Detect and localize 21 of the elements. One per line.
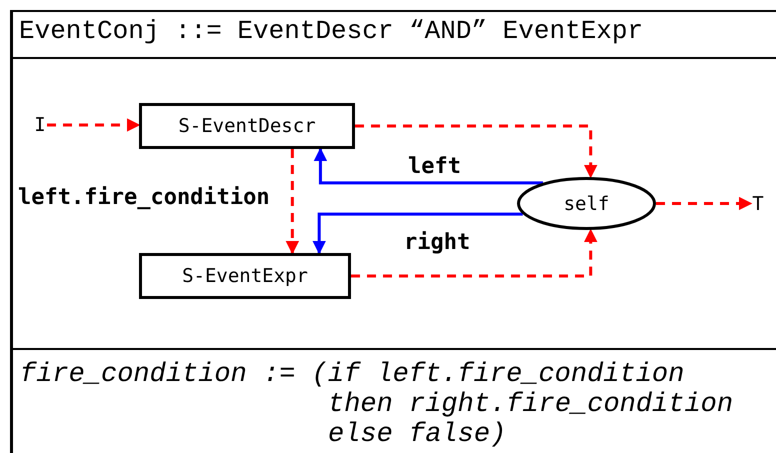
node-label: S-EventDescr bbox=[178, 115, 316, 137]
edge-label: left.fire_condition bbox=[18, 186, 270, 210]
process-box bbox=[139, 103, 355, 149]
port-label: T bbox=[751, 192, 765, 216]
port-label: I bbox=[33, 113, 47, 137]
formula-line: fire_condition := (if left.fire_condition bbox=[20, 360, 684, 390]
ellipse-node bbox=[517, 177, 656, 230]
formula-line: else false) bbox=[328, 420, 506, 450]
node-label: self bbox=[564, 192, 610, 214]
grammar-rule-heading: EventConj ::= EventDescr “AND” EventExpr bbox=[19, 16, 644, 46]
edge-label: right bbox=[404, 231, 470, 255]
formula-line: then right.fire_condition bbox=[328, 390, 734, 420]
process-box bbox=[139, 253, 351, 299]
arrow bbox=[351, 228, 598, 278]
arrow bbox=[355, 124, 598, 178]
arrow bbox=[314, 148, 543, 184]
arrow bbox=[47, 118, 140, 132]
node-label: S-EventExpr bbox=[182, 265, 308, 287]
arrow bbox=[286, 149, 300, 254]
arrow bbox=[312, 212, 523, 254]
arrow bbox=[656, 196, 752, 210]
